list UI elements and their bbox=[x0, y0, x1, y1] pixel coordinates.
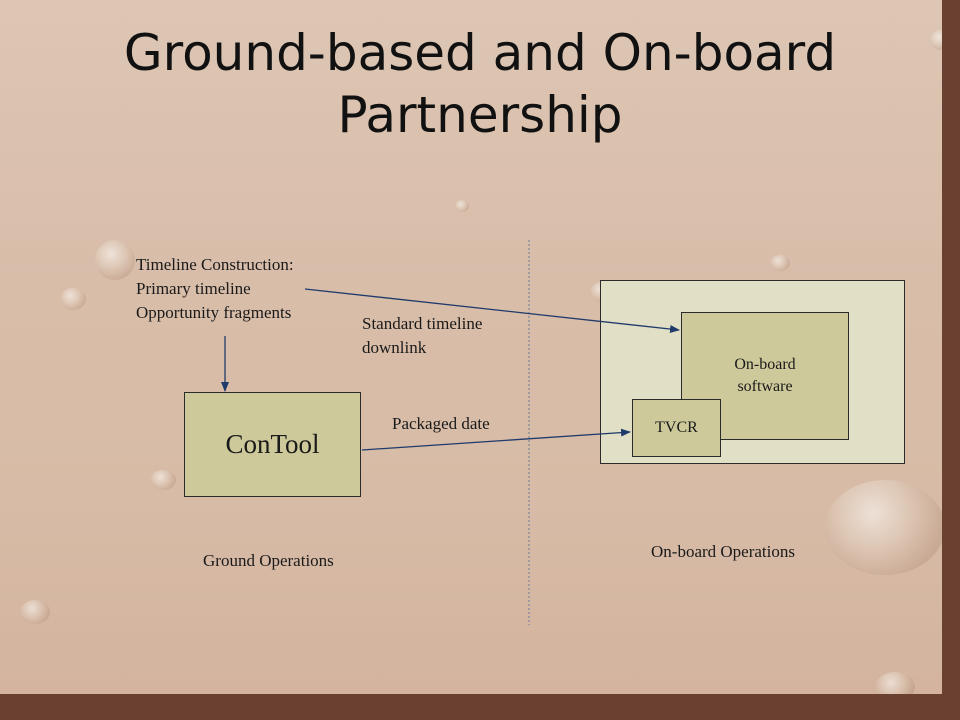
slide-frame-right bbox=[942, 0, 960, 720]
standard-downlink-label: Standard timeline downlink bbox=[362, 312, 482, 360]
crater-decoration bbox=[20, 600, 50, 624]
slide-frame-bottom bbox=[0, 694, 960, 720]
slide-title-line: Partnership bbox=[337, 86, 623, 144]
packaged-date-arrow bbox=[361, 428, 631, 451]
timeline-line: Primary timeline bbox=[136, 279, 251, 298]
standard-downlink-arrow bbox=[304, 288, 680, 333]
crater-decoration bbox=[60, 288, 86, 310]
onboard-operations-label: On-board Operations bbox=[651, 540, 795, 564]
crater-decoration bbox=[770, 255, 790, 271]
onboard-software-line: On-board bbox=[734, 356, 796, 373]
tvcr-label: TVCR bbox=[655, 419, 698, 436]
onboard-software-line: software bbox=[737, 378, 793, 395]
onboard-operations-text: On-board Operations bbox=[651, 542, 795, 561]
timeline-line: Timeline Construction: bbox=[136, 255, 294, 274]
ground-operations-label: Ground Operations bbox=[203, 549, 334, 573]
timeline-construction-label: Timeline Construction: Primary timeline … bbox=[136, 253, 294, 325]
crater-decoration bbox=[95, 240, 135, 280]
contool-label: ConTool bbox=[225, 429, 320, 459]
downlink-line: downlink bbox=[362, 338, 427, 357]
crater-decoration bbox=[150, 470, 176, 490]
downlink-line: Standard timeline bbox=[362, 314, 483, 333]
crater-decoration bbox=[455, 200, 469, 212]
packaged-date-label: Packaged date bbox=[392, 412, 490, 436]
crater-decoration bbox=[825, 480, 945, 575]
slide-title-line: Ground-based and On-board bbox=[123, 24, 837, 82]
packaged-date-text: Packaged date bbox=[392, 414, 490, 433]
contool-box: ConTool bbox=[184, 392, 361, 497]
timeline-line: Opportunity fragments bbox=[136, 303, 292, 322]
slide-title: Ground-based and On-board Partnership bbox=[60, 22, 900, 146]
ground-operations-text: Ground Operations bbox=[203, 551, 334, 570]
tvcr-box: TVCR bbox=[632, 399, 721, 457]
